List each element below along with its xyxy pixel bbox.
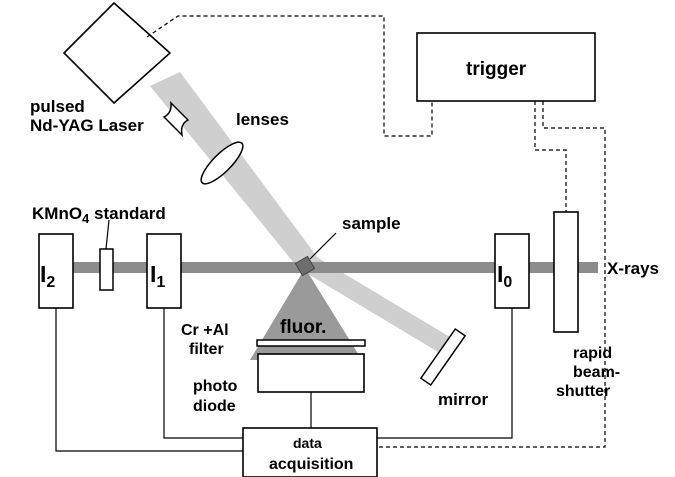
sample-label: sample [342,214,401,233]
i1-detector [146,233,182,309]
daq-label-line1: data [293,435,322,451]
xray-beam [70,262,598,273]
signal-cables [55,308,513,452]
photodiode-label-line1: photo [193,378,238,395]
trigger-box [416,32,596,102]
rapid-beam-shutter [553,211,579,333]
laser-beam-reflected [298,258,455,352]
fluor-label: fluor. [280,317,326,338]
daq-label-line2: acquisition [269,456,353,473]
data-acquisition-box [242,427,378,477]
mirror-label: mirror [438,390,488,409]
standard-label: KMnO4 standard [32,204,166,226]
shutter-label-line3: shutter [556,383,610,400]
photodiode-label-line2: diode [193,398,236,415]
fluorescence-cone [250,268,362,360]
i2-label: I2 [40,261,55,291]
mirror [419,327,467,387]
cr-al-filter [256,339,366,347]
converging-lens [200,141,244,185]
kmno4-standard [99,248,114,291]
trigger-cables [146,15,606,448]
shutter-label-line2: beam- [573,364,620,381]
i0-label: I0 [497,261,512,291]
photodiode [257,353,365,393]
nd-yag-laser [62,1,172,105]
diverging-lens [162,100,190,138]
shutter-label-line1: rapid [573,345,612,362]
laser-label-line1: pulsed [30,97,85,116]
xrays-label: X-rays [607,259,659,278]
i0-detector [494,233,530,309]
filter-label-line2: filter [189,341,224,358]
filter-label-line1: Cr +Al [181,322,229,339]
i1-label: I1 [150,261,165,291]
laser-beam-incoming [150,72,318,268]
lenses-label: lenses [236,110,289,129]
laser-label-line2: Nd-YAG Laser [30,116,144,135]
trigger-label: trigger [466,59,527,80]
sample [294,255,316,277]
